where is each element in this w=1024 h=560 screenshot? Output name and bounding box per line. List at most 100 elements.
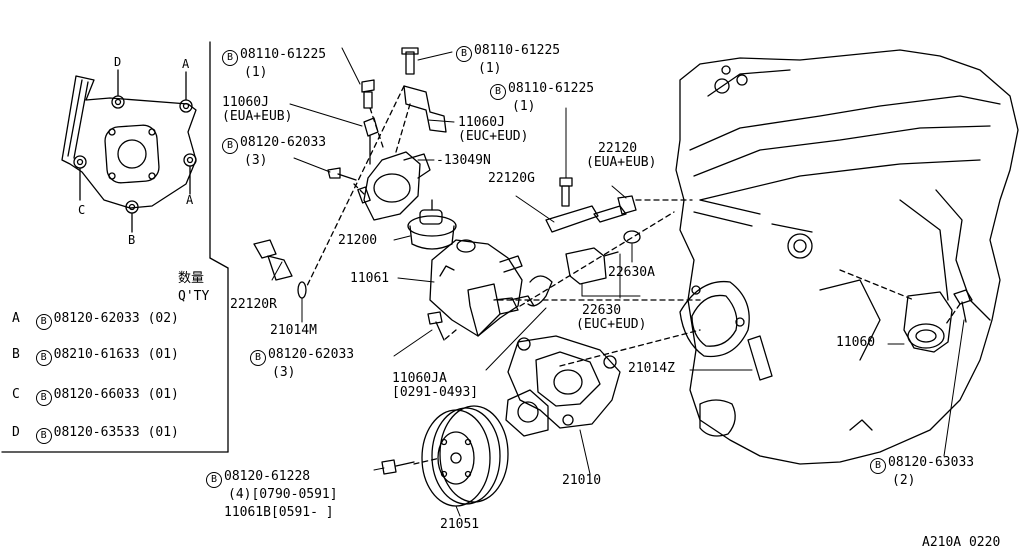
b-circle-icon: B xyxy=(456,46,472,62)
water-inlet xyxy=(903,291,953,353)
callout-text: 08120-62033 xyxy=(268,347,355,362)
callout-sub: (1) xyxy=(512,99,536,114)
b-circle-icon: B xyxy=(222,138,238,154)
callout-text: 21010 xyxy=(562,473,602,488)
callout-text: 08110-61225 xyxy=(508,81,595,96)
callout-text: 11060 xyxy=(836,335,876,350)
callout-text: 22630 xyxy=(582,303,622,318)
callout-c7: -13049N xyxy=(436,153,491,168)
callout-sub: (EUA+EUB) xyxy=(586,155,657,170)
b-circle-icon: B xyxy=(35,428,52,444)
callout-text: 21200 xyxy=(338,233,378,248)
assembly-dashed-lines xyxy=(305,85,961,465)
qty-header-jp: 数量 xyxy=(178,271,205,286)
thermostat-housing xyxy=(357,117,431,221)
callout-text: 08110-61225 xyxy=(474,43,561,58)
callout-text: 11061B[0591- ] xyxy=(224,505,334,520)
gasket-21014z xyxy=(747,335,773,381)
inset-key-a-right: A xyxy=(186,193,194,207)
callout-sub: [0291-0493] xyxy=(392,385,479,400)
b-circle-icon: B xyxy=(490,84,506,100)
pulley xyxy=(421,405,509,507)
callout-text: 21014Z xyxy=(628,361,675,376)
callout-c11: 11061 xyxy=(350,272,389,286)
qty-header: Q'TY xyxy=(178,289,210,304)
callout-c10: 21200 xyxy=(338,234,377,248)
callout-c14: 22120R xyxy=(230,298,277,312)
callout-text: 22120G xyxy=(488,171,535,186)
qty-row-part: 08210-61633 xyxy=(53,347,140,362)
qty-row-key: B xyxy=(12,347,20,362)
leader-lines xyxy=(271,47,965,517)
callout-c21: 21010 xyxy=(562,474,601,488)
callout-sub: (EUC+EUD) xyxy=(458,129,529,144)
callout-text: 08120-61228 xyxy=(224,469,311,484)
callout-c4: 11060J (EUA+EUB) xyxy=(222,96,292,124)
qty-row-part: 08120-62033 xyxy=(53,311,140,326)
callout-text: 21051 xyxy=(440,517,480,532)
callout-sub: (3) xyxy=(272,365,296,380)
callout-sub: (1) xyxy=(478,61,502,76)
callout-text: 08120-62033 xyxy=(240,135,327,150)
callout-text: 13049N xyxy=(443,153,491,168)
b-circle-icon: B xyxy=(222,50,238,66)
thermostat-case xyxy=(429,239,535,337)
qty-row-qty: (01) xyxy=(147,387,179,402)
callout-c12: 22630A xyxy=(608,266,655,280)
qty-row-part: 08120-66033 xyxy=(53,387,140,402)
inset-key-d: D xyxy=(114,55,122,69)
qty-row-qty: (01) xyxy=(147,425,179,440)
callout-text: 22630A xyxy=(608,265,655,280)
qty-row-key: C xyxy=(12,387,20,402)
callout-sub: (3) xyxy=(244,153,268,168)
qty-row-key: A xyxy=(12,311,20,326)
callout-sub: (EUA+EUB) xyxy=(222,109,293,124)
callout-text: 11060J xyxy=(222,95,269,110)
callout-c18: 21014Z xyxy=(628,362,675,376)
sensors xyxy=(527,177,641,307)
b-circle-icon: B xyxy=(206,472,222,488)
thermostat xyxy=(407,199,457,250)
b-circle-icon: B xyxy=(250,350,266,366)
callout-sub: (2) xyxy=(892,473,916,488)
callout-c13: 22630 (EUC+EUD) xyxy=(576,304,646,332)
sensor-22120r xyxy=(253,239,307,299)
qty-row-part: 08120-63533 xyxy=(53,425,140,440)
callout-c5: 11060J (EUC+EUD) xyxy=(458,116,528,144)
inset-key-b: B xyxy=(128,233,136,247)
inset-pump-housing xyxy=(61,69,197,233)
callout-c17: 11060JA [0291-0493] xyxy=(392,372,478,400)
b-circle-icon: B xyxy=(35,350,52,366)
callout-c19: 11060 xyxy=(836,336,875,350)
b-circle-icon: B xyxy=(35,390,52,406)
inset-key-c: C xyxy=(78,203,86,217)
callout-c23: 11061B[0591- ] xyxy=(224,506,334,520)
callout-text: 08110-61225 xyxy=(240,47,327,62)
inset-key-a-top: A xyxy=(182,57,190,71)
callout-text: 22120R xyxy=(230,297,277,312)
b-circle-icon: B xyxy=(35,314,52,330)
callout-text: 11060JA xyxy=(392,371,447,386)
callout-c15: 21014M xyxy=(270,324,317,338)
callout-text: 11060J xyxy=(458,115,505,130)
callout-sub: (1) xyxy=(244,65,268,80)
diagram-code: A210A 0220 xyxy=(922,535,1001,550)
callout-text: 22120 xyxy=(598,141,638,156)
callout-c9: 22120G xyxy=(488,172,535,186)
water-pump xyxy=(505,335,621,437)
bracket-11060j xyxy=(361,47,447,133)
qty-row-key: D xyxy=(12,425,20,440)
callout-sub: (4)[0790-0591] xyxy=(228,487,338,502)
